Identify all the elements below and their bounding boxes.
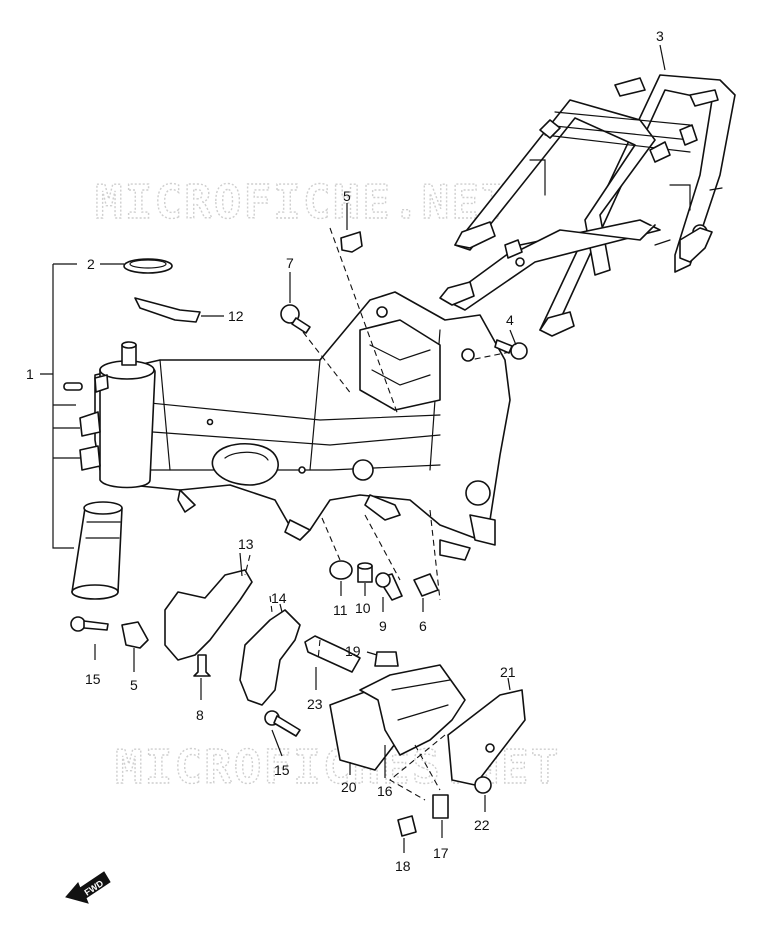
callout-20: 20 [341, 779, 357, 795]
main-frame [79, 291, 511, 561]
callout-18: 18 [395, 858, 411, 874]
nut-6 [413, 573, 439, 597]
callout-10: 10 [355, 600, 371, 616]
seat-rail-frame [439, 74, 736, 337]
callout-6: 6 [419, 618, 427, 634]
callout-15-left: 15 [85, 671, 101, 687]
callout-21: 21 [500, 664, 516, 680]
grommet-19 [374, 651, 399, 667]
bracket-14 [239, 609, 301, 706]
unit-21 [447, 689, 526, 786]
callout-11: 11 [333, 602, 348, 618]
bolt-15a [70, 616, 109, 632]
callout-1: 1 [26, 366, 34, 382]
bush-top [340, 231, 363, 253]
callout-5-top: 5 [343, 188, 351, 204]
callout-15-right: 15 [274, 762, 290, 778]
bush-bottom [121, 621, 149, 649]
callout-19: 19 [345, 643, 361, 659]
bolt-8 [193, 654, 211, 677]
bracket-13 [164, 569, 253, 661]
callout-17: 17 [433, 845, 449, 861]
callout-14: 14 [271, 590, 287, 606]
head-pipe-sleeve [71, 501, 123, 600]
nut-11 [329, 560, 353, 580]
ring-nut [123, 258, 173, 274]
bolt-9 [375, 572, 403, 601]
callout-9: 9 [379, 618, 387, 634]
bolt-4 [494, 339, 528, 360]
fwd-arrow-icon: FWD [65, 871, 111, 904]
callout-13: 13 [238, 536, 254, 552]
bolt-22 [474, 776, 492, 794]
callout-4: 4 [506, 312, 514, 328]
callout-2: 2 [87, 256, 95, 272]
bolt-15b [264, 710, 301, 737]
bolt-7 [280, 304, 311, 334]
callout-16: 16 [377, 783, 393, 799]
callout-3: 3 [656, 28, 664, 44]
stay-23 [304, 635, 361, 673]
callout-12: 12 [228, 308, 244, 324]
collar-10 [357, 562, 373, 583]
callout-5-bottom: 5 [130, 677, 138, 693]
callout-23: 23 [307, 696, 323, 712]
bolt-18 [397, 815, 417, 837]
callout-22: 22 [474, 817, 490, 833]
tray-16 [359, 664, 466, 756]
callout-7: 7 [286, 255, 294, 271]
plate [134, 297, 201, 323]
callout-8: 8 [196, 707, 204, 723]
bolt-17 [432, 794, 449, 819]
watermark-top: MICROFICHE.NET [95, 175, 511, 229]
clip [63, 382, 83, 391]
